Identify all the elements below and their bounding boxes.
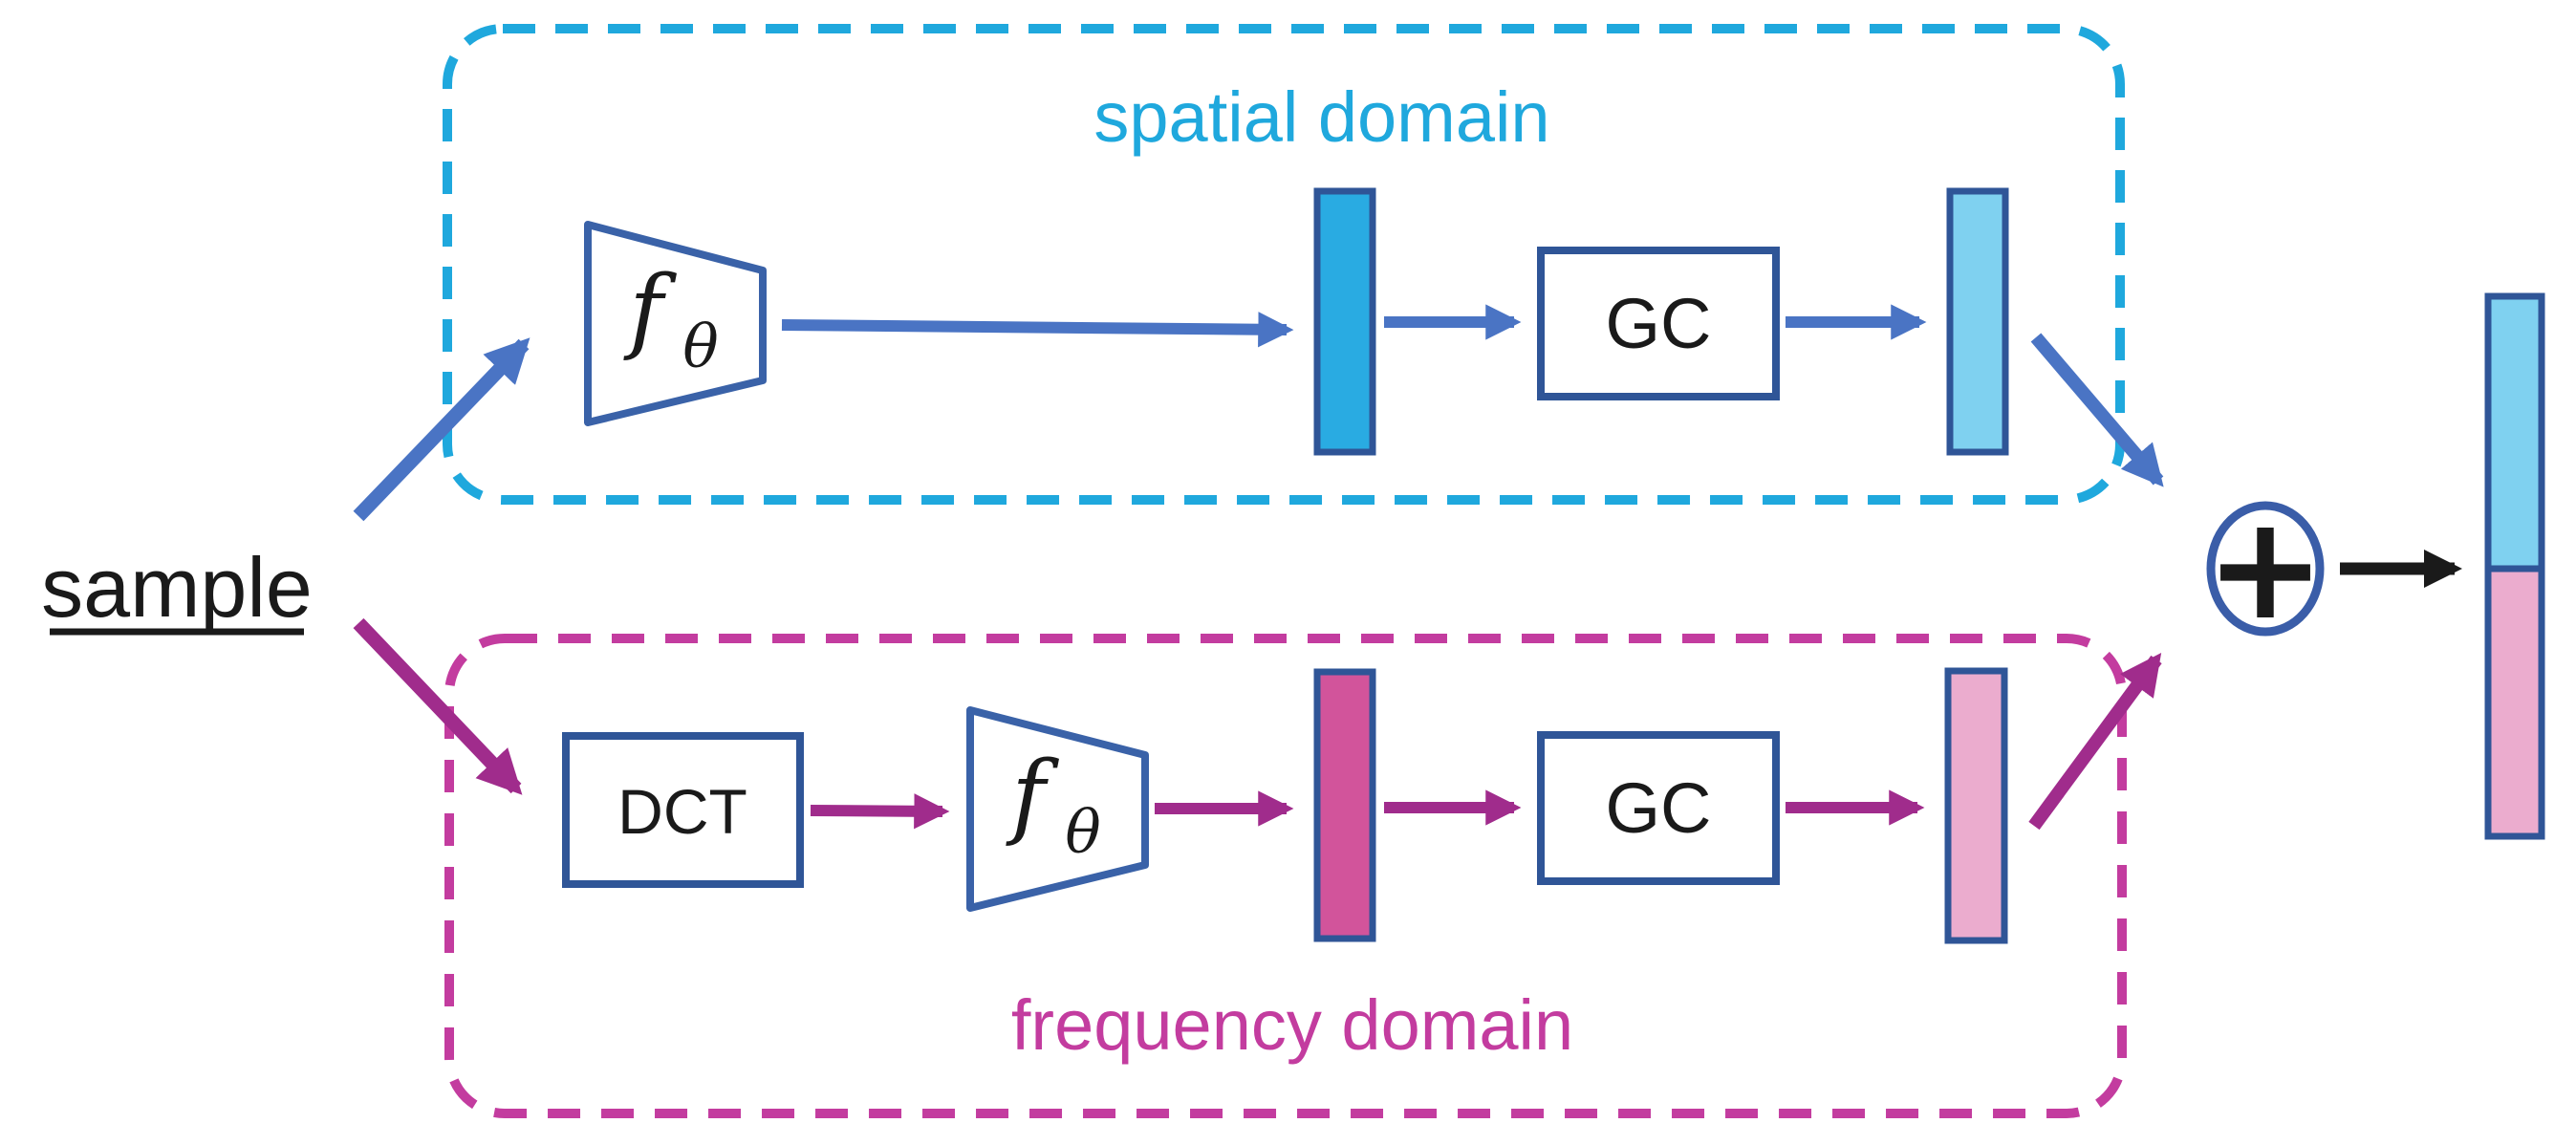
spatial-gc-block xyxy=(1537,247,1780,400)
frequency-output-bar xyxy=(1944,667,2008,944)
frequency-encoder-trapezoid xyxy=(966,706,1149,912)
sample-label: sample xyxy=(41,540,313,635)
fused-output-spatial-half xyxy=(2484,292,2545,572)
spatial-encoder-subscript: θ xyxy=(682,312,718,381)
dct-label: DCT xyxy=(617,776,747,847)
arrow-sample-to-frequency xyxy=(353,617,523,795)
arrow-sample-to-spatial xyxy=(353,337,530,522)
frequency-gc-label: GC xyxy=(1606,768,1712,848)
spatial-output-bar xyxy=(1946,187,2009,456)
spatial-gc-label: GC xyxy=(1606,284,1712,363)
fusion-circle xyxy=(2206,501,2325,637)
frequency-gc-block xyxy=(1537,731,1780,885)
fused-output-frequency-half xyxy=(2484,565,2545,840)
spatial-feature-bar xyxy=(1313,187,1376,456)
arrow-spatial-encoder-to-feature xyxy=(781,312,1294,348)
frequency-feature-bar xyxy=(1313,668,1376,942)
frequency-domain-box xyxy=(444,634,2127,1118)
spatial-encoder-trapezoid xyxy=(584,221,767,426)
arrow-frequency-to-fusion xyxy=(2028,653,2162,831)
fused-output-bar xyxy=(2484,292,2545,840)
arrow-dct-to-encoder xyxy=(810,793,950,830)
frequency-encoder-subscript: θ xyxy=(1065,797,1100,867)
arrow-spatial-to-fusion xyxy=(2030,333,2164,487)
dct-block xyxy=(562,732,804,888)
fusion-plus-label: + xyxy=(2205,486,2326,652)
spatial-domain-label: spatial domain xyxy=(1093,77,1549,157)
frequency-domain-label: frequency domain xyxy=(1011,985,1573,1065)
